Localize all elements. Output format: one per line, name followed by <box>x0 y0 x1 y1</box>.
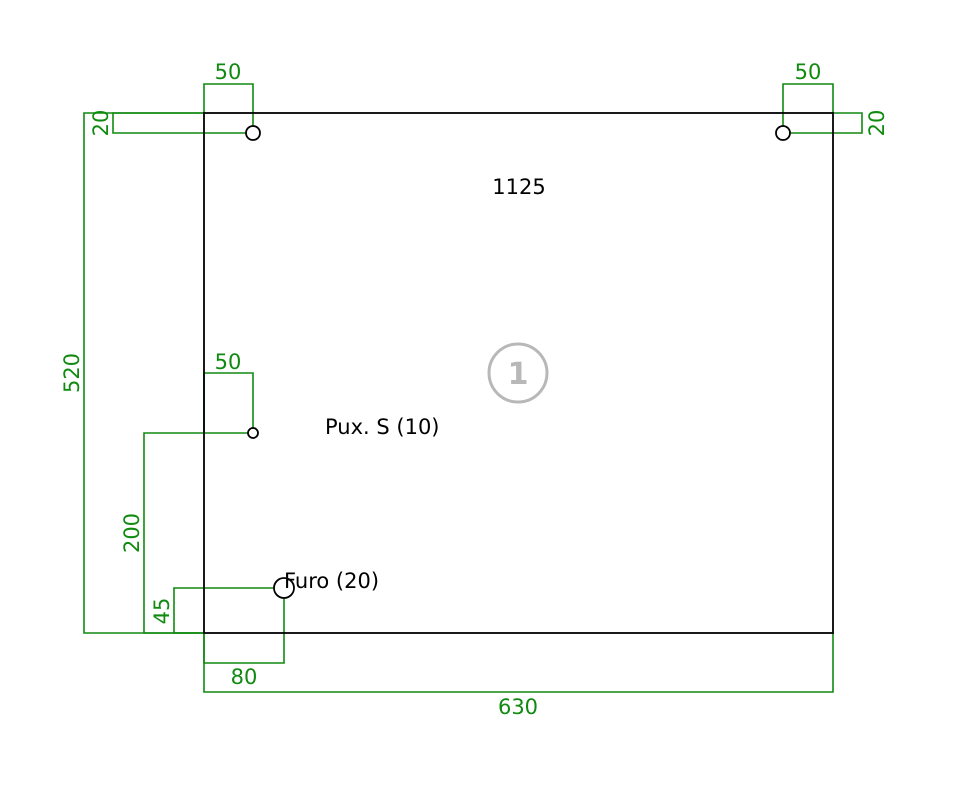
part-number-badge: 1 <box>487 342 549 404</box>
hole-label: Furo (20) <box>284 569 379 593</box>
dim-hole-horizontal <box>203 588 285 664</box>
hole-top-right <box>775 125 791 141</box>
drill-hole <box>273 577 295 599</box>
part-code: 1125 <box>492 175 545 199</box>
hole-top-left <box>245 125 261 141</box>
dimension-lines <box>83 83 863 693</box>
dim-top-left-horizontal <box>203 83 254 133</box>
dim-top-left-vertical <box>112 112 253 134</box>
part-number: 1 <box>508 357 529 392</box>
dim-handle-x-value: 50 <box>215 350 242 374</box>
dim-top-right-horizontal <box>782 83 834 133</box>
dim-total-width <box>203 633 834 693</box>
dim-hole-y-value: 45 <box>150 598 174 625</box>
dim-top-right-y-value: 20 <box>865 110 889 137</box>
dim-hole-vertical <box>173 587 284 634</box>
part-number-circle <box>487 342 549 404</box>
dim-top-left-x-value: 50 <box>215 60 242 84</box>
dim-hole-x-value: 80 <box>231 665 258 689</box>
dim-top-right-x-value: 50 <box>795 60 822 84</box>
handle-hole <box>247 427 259 439</box>
panel-outline <box>203 112 834 634</box>
handle-label: Pux. S (10) <box>325 415 440 439</box>
dim-total-width-value: 630 <box>498 695 538 719</box>
dim-handle-horizontal <box>203 372 254 433</box>
dim-top-right-vertical <box>783 112 863 134</box>
dim-top-left-y-value: 20 <box>89 110 113 137</box>
dim-total-height-value: 520 <box>60 353 84 393</box>
dim-handle-y-value: 200 <box>120 513 144 553</box>
